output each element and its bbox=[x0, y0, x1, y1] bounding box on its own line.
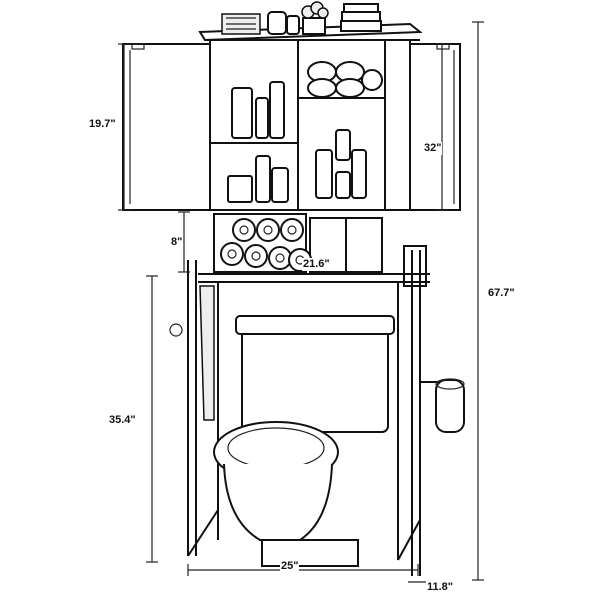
towel-icon bbox=[169, 285, 215, 421]
frame-legs bbox=[187, 250, 421, 576]
bottle-icon bbox=[227, 81, 289, 203]
left-door bbox=[122, 43, 211, 211]
dimension-shelf-depth: 21.6" bbox=[302, 258, 331, 271]
dimension-total-height: 67.7" bbox=[487, 287, 516, 300]
toilet-icon bbox=[213, 315, 395, 567]
rolled-towels-icon bbox=[307, 61, 383, 98]
folded-towels-icon bbox=[340, 3, 382, 32]
dimension-cabinet-side-height: 32" bbox=[423, 142, 443, 155]
side-toilet-paper-holder bbox=[403, 245, 465, 433]
toiletries-icon bbox=[315, 129, 367, 199]
dimension-lines bbox=[118, 21, 484, 583]
plant-icon bbox=[301, 1, 329, 35]
dimension-open-shelf-gap: 8" bbox=[170, 236, 184, 249]
dimension-depth: 11.8" bbox=[426, 581, 455, 594]
dimension-cabinet-height: 19.7" bbox=[88, 118, 117, 131]
basket-icon bbox=[221, 13, 261, 35]
jar-icon bbox=[267, 11, 300, 35]
dimension-leg-clearance: 35.4" bbox=[108, 414, 137, 427]
dimension-width: 25" bbox=[280, 560, 300, 573]
right-door bbox=[409, 43, 461, 211]
